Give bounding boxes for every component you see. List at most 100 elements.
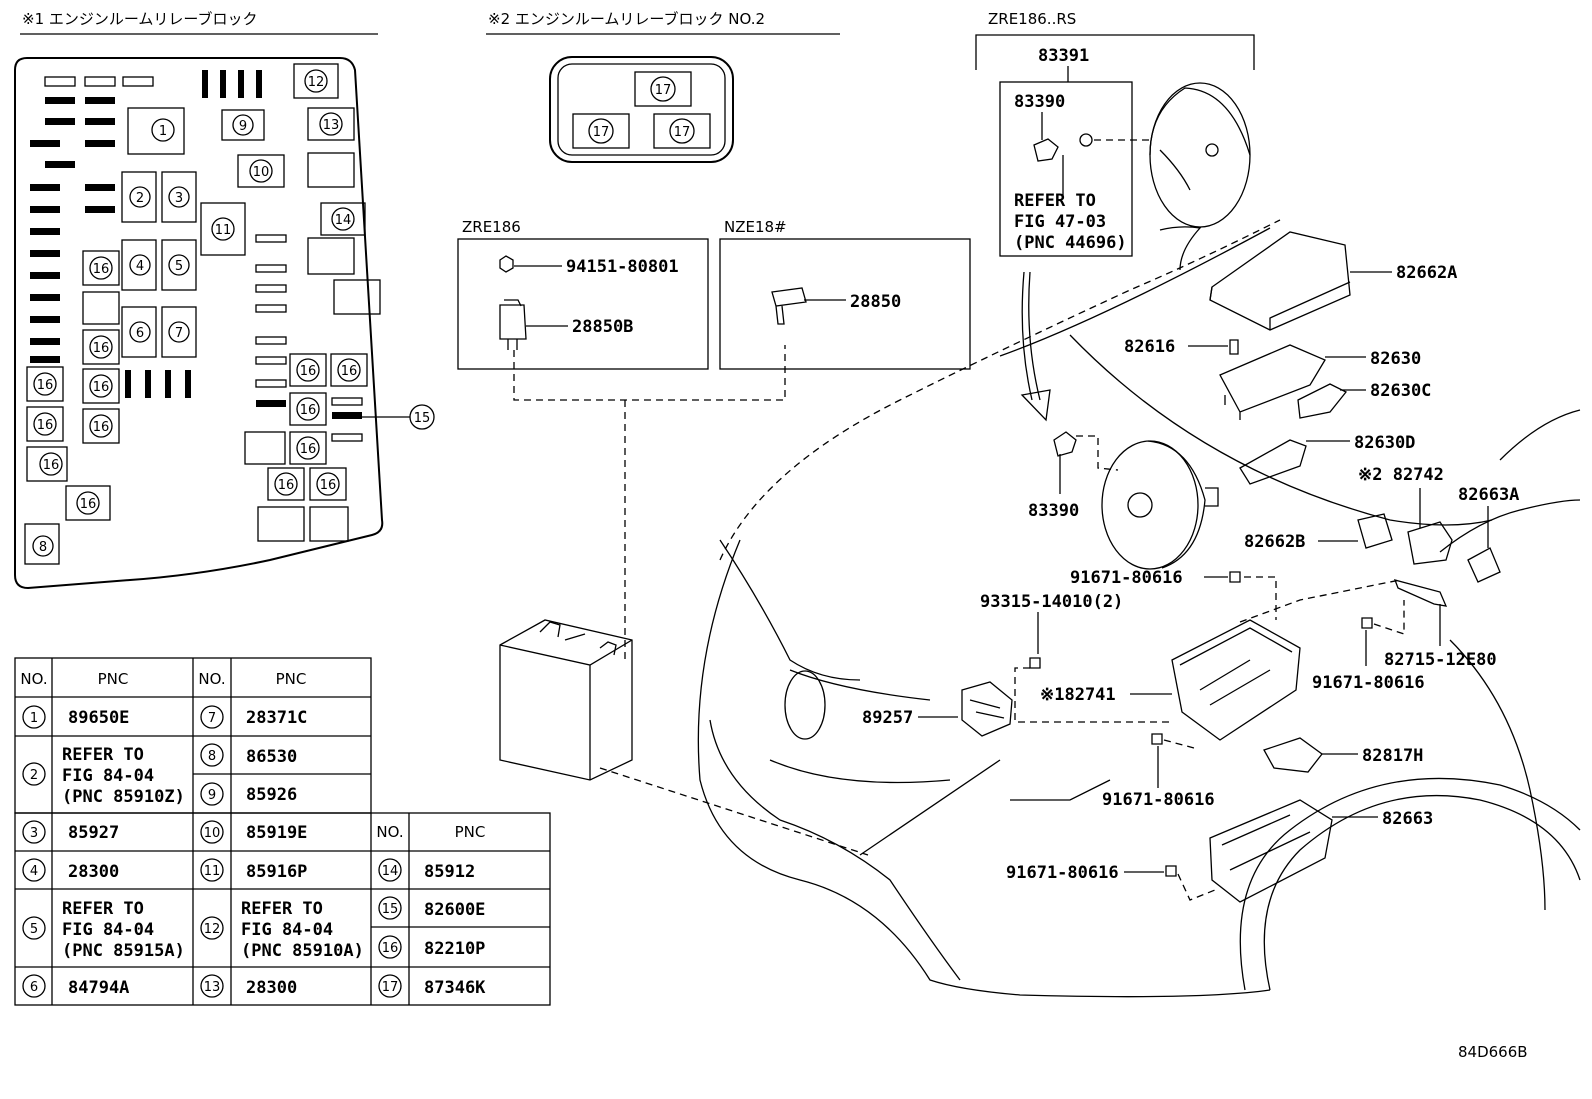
label-83391: 83391 [1038,46,1089,66]
fuse-6: 6 [121,306,157,358]
label-text: 28371C [246,708,307,728]
label-text: 9 [239,119,247,134]
label-text: 16 [93,420,110,435]
col-pnc-header: PNC [455,823,486,841]
nze18-heading: NZE18# [724,218,787,236]
module-89257 [961,681,1013,737]
label-text: 10 [253,165,270,180]
label-82616: 82616 [1124,337,1175,357]
fuse-5: 5 [161,239,197,291]
fuse-7: 7 [161,306,197,358]
part-82662b [1357,513,1393,549]
label-text: 3 [30,826,38,841]
label-text: 17 [593,125,610,140]
bracket-82715 [1393,579,1448,607]
sensor-83390 [1053,431,1077,457]
label-82662b: 82662B [1244,532,1305,552]
label-text: 12 [204,922,221,937]
label-82715: 82715-12E80 [1384,650,1497,670]
cover-82663 [1209,799,1333,903]
label-text: 82210P [424,939,485,959]
label-text: 11 [215,223,232,238]
label-text: 13 [204,980,221,995]
nut-94151 [499,255,514,273]
label-83390-top: 83390 [1014,92,1065,112]
label-text: 12 [308,75,325,90]
label-text: 17 [655,83,672,98]
refer-line-1: REFER TO [1014,191,1096,211]
sensor-83390-top [1033,133,1093,162]
label-text: 85919E [246,823,307,843]
col-pnc-header: PNC [276,670,307,688]
col-no-header: NO. [376,823,403,841]
label-text: 8 [39,540,47,555]
label-text: 85912 [424,862,475,882]
car-body-outline [697,219,1581,998]
fuse-9: 9 [221,109,265,141]
label-text: 16 [300,403,317,418]
label-text: REFER TO [241,899,323,919]
relay-28850b [499,299,527,350]
label-text: 4 [136,259,144,274]
label-82662a: 82662A [1396,263,1457,283]
fuse-16-group: 16 16 16 16 16 16 16 16 16 16 16 16 16 1… [26,250,368,521]
label-82742: ※2 82742 [1358,465,1444,485]
table-row: 10 85919E [200,820,307,844]
battery [499,619,633,781]
label-text: 84794A [68,978,129,998]
refer-line-3: (PNC 44696) [1014,233,1127,253]
label-text: 82600E [424,900,485,920]
label-text: REFER TO [62,899,144,919]
label-text: FIG 84-04 [241,920,333,940]
label-text: 16 [80,497,97,512]
table-row: 6 84794A [22,974,129,998]
label-text: 17 [382,980,399,995]
label-text: FIG 84-04 [62,920,154,940]
label-text: FIG 84-04 [62,766,154,786]
label-text: 2 [30,768,38,783]
label-text: 16 [300,442,317,457]
part-82630d [1239,439,1307,485]
col-no-header: NO. [198,670,225,688]
label-text: 3 [175,191,183,206]
label-text: 87346K [424,978,486,998]
label-text: 17 [674,125,691,140]
label-82663a: 82663A [1458,485,1519,505]
part-82663a [1467,547,1501,583]
label-text: 28300 [246,978,297,998]
label-text: 16 [43,458,60,473]
refer-line-2: FIG 47-03 [1014,212,1106,232]
label-text: 16 [37,378,54,393]
label-text: (PNC 85910A) [241,941,364,961]
label-text: 15 [414,411,431,426]
fuse-box-cover-82662a [1209,231,1351,331]
label-91671-c: 91671-80616 [1102,790,1215,810]
col-no-header: NO. [20,670,47,688]
label-text: 16 [341,364,358,379]
relay-block-2: 17 17 17 [549,56,734,163]
fuse-1: 1 [127,107,185,155]
table-row: 14 85912 [378,858,475,882]
label-text: 10 [204,826,221,841]
label-text: 14 [382,864,399,879]
label-text: 6 [30,980,38,995]
part-82630c [1297,383,1348,419]
label-text: 4 [30,864,38,879]
table-row: 13 28300 [200,974,297,998]
fuse-13: 13 [307,107,355,141]
brake-booster-top [1149,82,1251,228]
label-text: 15 [382,902,399,917]
label-89257: 89257 [862,708,913,728]
drawing-id: 84D666B [1458,1043,1528,1061]
table-row: 5 REFER TO FIG 84-04 (PNC 85915A) [22,899,185,961]
label-text: 16 [300,364,317,379]
label-text: 85926 [246,785,297,805]
